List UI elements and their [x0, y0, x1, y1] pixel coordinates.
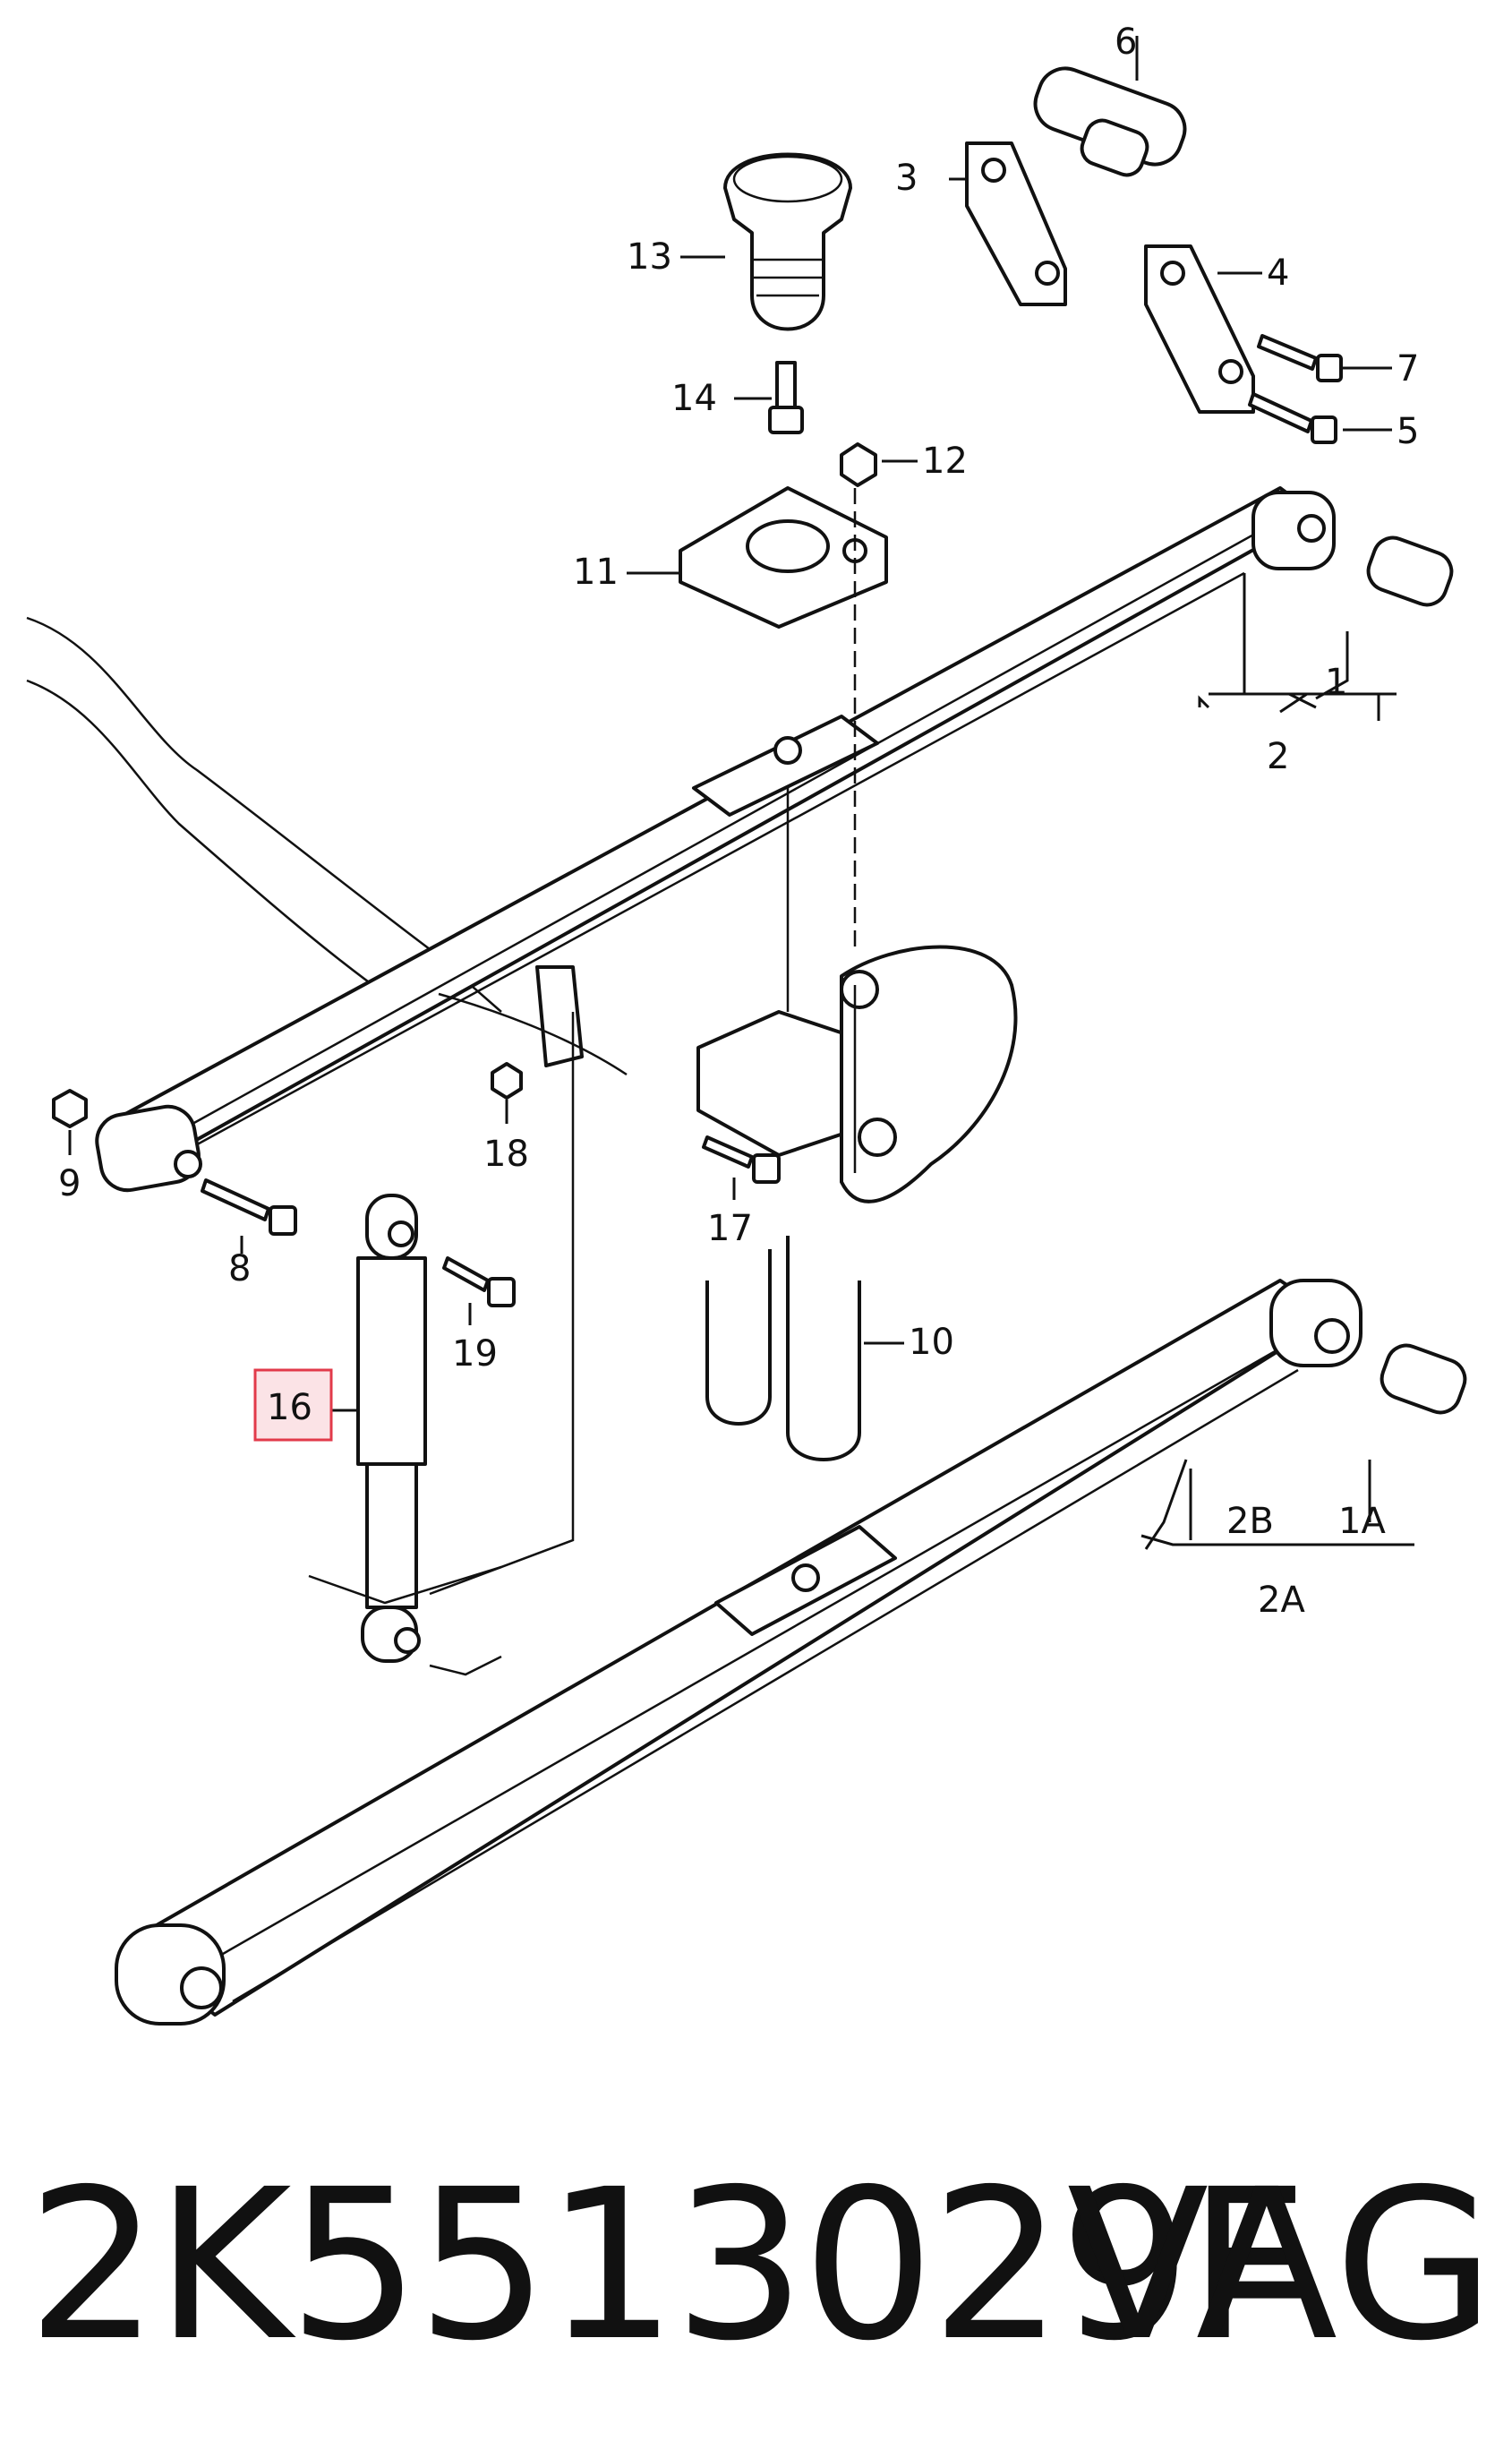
callout-6: 6 — [1115, 21, 1137, 63]
callout-labels: 6 3 13 4 7 14 5 12 11 1 2 9 18 17 8 10 1… — [58, 21, 1419, 1621]
callout-11: 11 — [573, 552, 619, 593]
body-outline — [26, 616, 502, 1013]
callout-4: 4 — [1267, 253, 1289, 294]
rubber-bushings — [1366, 535, 1467, 1415]
callout-1: 1 — [1325, 662, 1347, 703]
callout-16-highlight[interactable]: 16 — [253, 1368, 333, 1442]
footer: 2K5513029F VAG — [27, 2131, 1495, 2400]
callout-14: 14 — [671, 378, 717, 419]
brand-name: VAG — [1066, 2145, 1495, 2386]
callout-2A: 2A — [1258, 1580, 1305, 1621]
nuts — [52, 442, 877, 1128]
callout-5: 5 — [1397, 411, 1419, 452]
upper-leaf-spring — [95, 486, 1336, 1193]
exploded-parts-diagram: 6 3 13 4 7 14 5 12 11 1 2 9 18 17 8 10 1… — [26, 21, 1467, 2026]
callout-3: 3 — [895, 158, 918, 199]
lower-leaf-spring — [115, 1279, 1363, 2026]
u-bolts — [705, 1236, 861, 1461]
highlight-box — [253, 1368, 333, 1442]
callout-13: 13 — [627, 236, 672, 278]
shackle-assembly — [965, 66, 1255, 414]
callout-2: 2 — [1267, 736, 1289, 777]
callout-10: 10 — [909, 1322, 954, 1363]
callout-17: 17 — [707, 1208, 753, 1249]
callout-18: 18 — [483, 1134, 529, 1175]
bump-stop — [723, 152, 852, 434]
callout-2B: 2B — [1226, 1501, 1274, 1542]
callout-7: 7 — [1397, 348, 1419, 390]
callout-16: 16 — [267, 1387, 312, 1428]
callout-9: 9 — [58, 1163, 81, 1204]
callout-1A: 1A — [1338, 1501, 1386, 1542]
spring-plate — [679, 486, 888, 629]
callout-19: 19 — [452, 1333, 498, 1375]
bolts — [201, 334, 1343, 1307]
callout-8: 8 — [228, 1248, 251, 1289]
part-number: 2K5513029F — [27, 2145, 1307, 2386]
callout-12: 12 — [922, 441, 968, 482]
axle-bracket — [438, 945, 1018, 1203]
shock-absorber — [356, 1194, 427, 1663]
leader-lines — [68, 36, 1414, 1676]
